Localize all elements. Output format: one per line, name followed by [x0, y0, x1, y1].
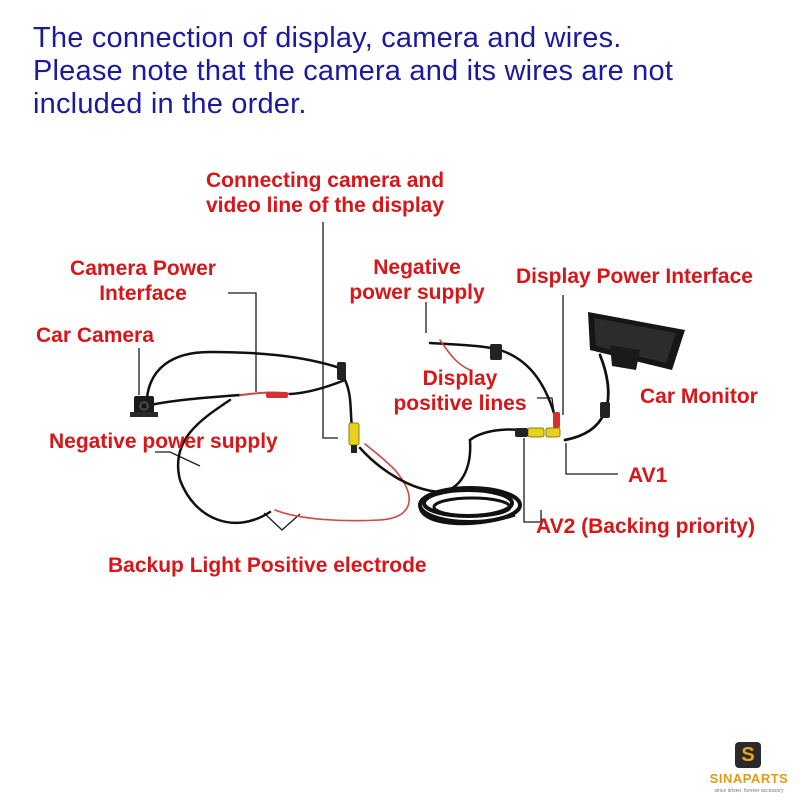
- heading-line-1: The connection of display, camera and wi…: [33, 22, 622, 54]
- label-av1: AV1: [628, 464, 668, 487]
- sinaparts-logo: S SINAPARTS since driven, forever access…: [702, 740, 796, 798]
- video-line: [358, 446, 442, 494]
- label-car-camera: Car Camera: [36, 324, 154, 347]
- leader-camera-power: [228, 292, 257, 392]
- leader-lines: [138, 222, 618, 531]
- backup-light-wire: [274, 443, 410, 522]
- ground-loop: [176, 398, 272, 525]
- label-negative-power-supply-left: Negative power supply: [49, 430, 278, 453]
- car-monitor: [588, 312, 685, 370]
- label-display-power-interface: Display Power Interface: [516, 265, 753, 288]
- rca-connectors: [266, 344, 610, 453]
- logo-tagline: since driven, forever accessory: [714, 788, 784, 794]
- cable-coil: [418, 486, 522, 526]
- leader-av2: [523, 438, 542, 523]
- label-av2: AV2 (Backing priority): [536, 515, 755, 538]
- label-negative-power-supply-right: Negative power supply: [349, 256, 485, 304]
- camera-power-cable: [148, 393, 242, 407]
- label-backup-light-positive: Backup Light Positive electrode: [108, 554, 427, 577]
- av-black: [438, 438, 472, 494]
- heading-line-3: included in the order.: [33, 88, 307, 120]
- leader-av1: [565, 443, 618, 475]
- heading-line-2: Please note that the camera and its wire…: [33, 55, 674, 87]
- car-camera: [130, 396, 158, 417]
- label-connecting: Connecting camera and video line of the …: [205, 169, 445, 217]
- camera-cable: [145, 350, 342, 400]
- monitor-cable: [563, 353, 610, 442]
- camera-harness: [288, 378, 354, 430]
- label-camera-power-interface: Camera Power Interface: [70, 257, 216, 305]
- page-heading: The connection of display, camera and wi…: [33, 22, 793, 121]
- display-red-lead: [439, 339, 471, 371]
- logo-name: SINAPARTS: [709, 771, 789, 786]
- label-car-monitor: Car Monitor: [640, 385, 758, 408]
- av-cable: [468, 428, 522, 442]
- leader-backup-light: [263, 512, 301, 531]
- leader-negative-left: [155, 451, 201, 467]
- leader-connecting: [322, 222, 338, 439]
- label-display-positive-lines: Display positive lines: [393, 367, 527, 415]
- logo-badge-icon: S: [735, 742, 761, 768]
